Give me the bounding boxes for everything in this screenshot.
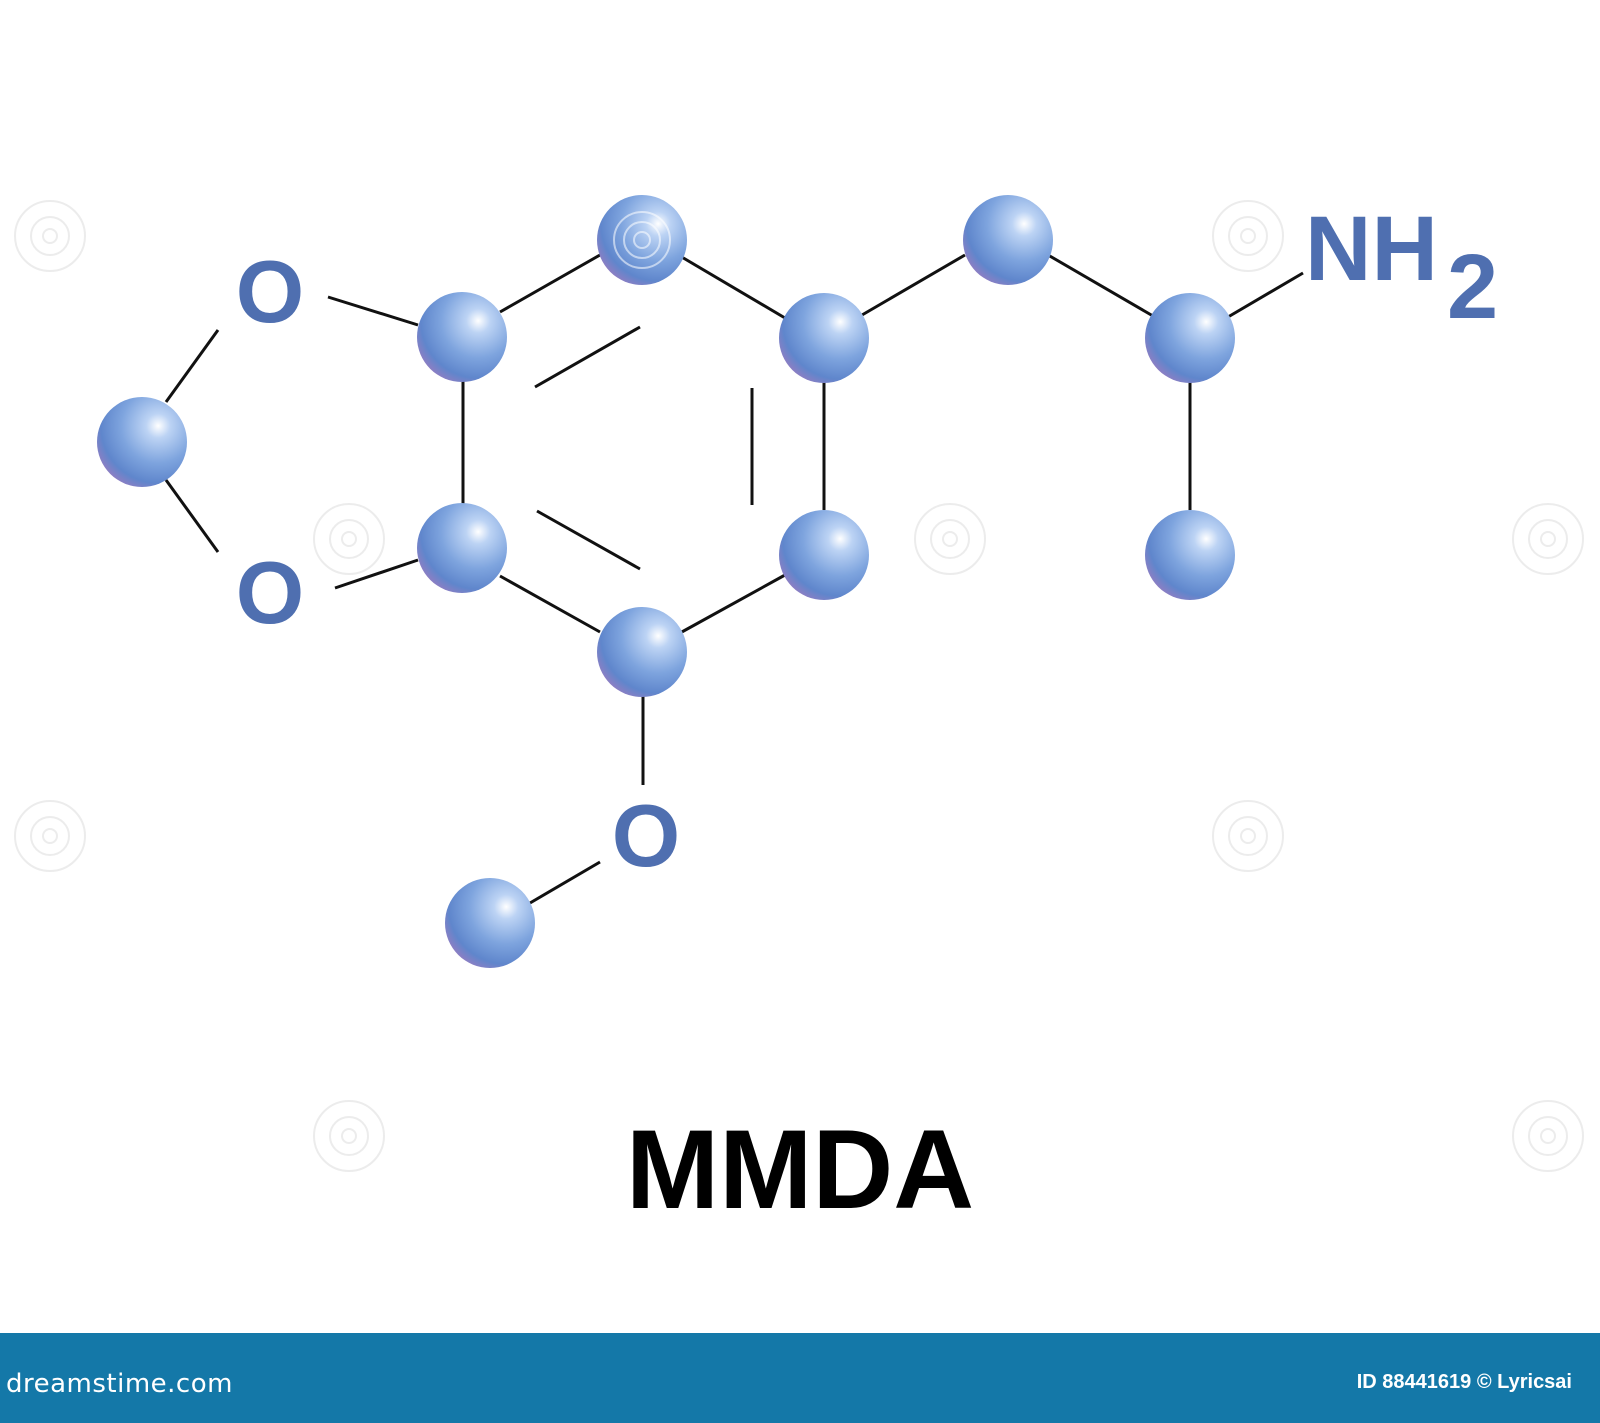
bond xyxy=(164,479,220,553)
spiral-watermark-on-atom xyxy=(613,211,671,269)
atom-sphere xyxy=(1145,293,1235,383)
bond xyxy=(334,558,419,590)
mmda-molecule-diagram: O O O NH 2 MMDA xyxy=(97,195,1498,1232)
oxygen-label-methoxy: O xyxy=(612,786,680,885)
site-logo[interactable]: dreamstime.com xyxy=(6,1369,233,1399)
inner-double-bond xyxy=(536,509,641,571)
atom-labels: O O O NH 2 xyxy=(236,198,1498,885)
bond xyxy=(1047,253,1154,318)
compound-name: MMDA xyxy=(626,1107,974,1232)
atom-sphere xyxy=(417,503,507,593)
bond xyxy=(327,295,419,327)
image-id-credit: ID 88441619 © Lyricsai xyxy=(1356,1371,1572,1393)
amine-subscript: 2 xyxy=(1447,236,1498,338)
atom-sphere xyxy=(963,195,1053,285)
bond xyxy=(164,329,220,403)
atoms xyxy=(97,195,1235,968)
atom-sphere xyxy=(597,195,687,285)
atom-sphere xyxy=(417,292,507,382)
oxygen-label-top: O xyxy=(236,242,304,341)
atom-sphere xyxy=(97,397,187,487)
bond xyxy=(861,253,966,317)
atom-sphere xyxy=(1145,510,1235,600)
atom-sphere xyxy=(779,293,869,383)
bonds xyxy=(164,253,1304,905)
bond xyxy=(679,573,786,635)
atom-sphere xyxy=(445,878,535,968)
footer-bar: dreamstime.com ID 88441619 © Lyricsai xyxy=(0,1333,1600,1423)
bond xyxy=(529,860,601,905)
oxygen-label-bottom: O xyxy=(236,543,304,642)
bond xyxy=(1227,271,1304,319)
bond xyxy=(499,253,601,314)
atom-sphere xyxy=(597,607,687,697)
inner-double-bond xyxy=(534,325,641,389)
bond xyxy=(499,574,601,634)
atom-sphere xyxy=(779,510,869,600)
bond xyxy=(679,254,786,320)
amine-label: NH xyxy=(1305,198,1438,300)
